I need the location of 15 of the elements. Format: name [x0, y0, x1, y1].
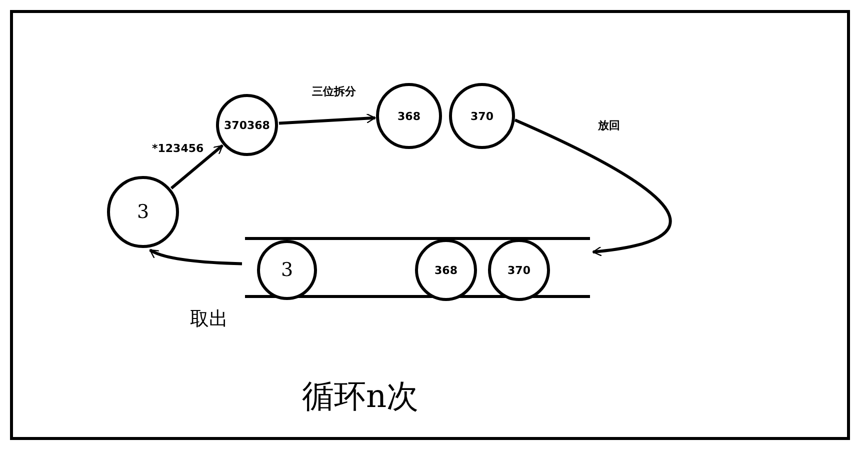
arrow — [514, 118, 672, 256]
number-circle: 370 — [488, 239, 550, 301]
edge-label: 放回 — [596, 118, 622, 132]
queue-band — [245, 237, 590, 298]
number-circle: 370368 — [216, 94, 278, 156]
number-circle: 368 — [376, 83, 442, 149]
number-circle: 3 — [107, 176, 179, 248]
arrow — [149, 248, 242, 266]
arrow — [278, 113, 376, 125]
number-circle: 368 — [415, 239, 477, 301]
edge-label: *123456 — [150, 142, 206, 154]
arrow — [170, 144, 224, 190]
number-circle: 3 — [257, 240, 317, 300]
number-circle: 370 — [449, 83, 515, 149]
edge-label: 三位拆分 — [310, 84, 358, 98]
